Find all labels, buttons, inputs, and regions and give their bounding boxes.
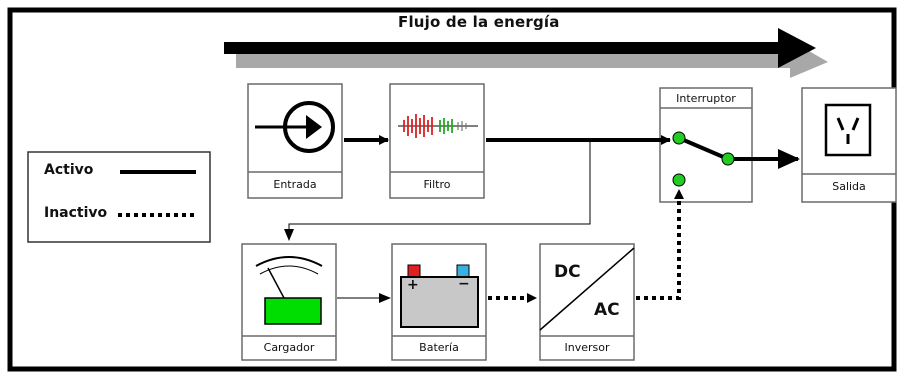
dc-ac-converter-icon [539, 247, 635, 331]
inversor-label: Inversor [564, 341, 610, 354]
entrada-block [247, 83, 343, 199]
flow-filtro-cargador [284, 140, 591, 241]
salida-label: Salida [832, 180, 866, 193]
bateria-label: Batería [419, 341, 459, 354]
flow-inversor-interruptor [636, 189, 684, 300]
charger-display [264, 297, 322, 325]
noise-filter-icon [398, 114, 478, 138]
ac-label: AC [594, 300, 620, 320]
switch-contact-output [721, 152, 735, 166]
salida-block [801, 87, 897, 203]
filtro-label: Filtro [423, 178, 451, 191]
power-outlet-icon [824, 103, 872, 157]
switch-lever [678, 136, 729, 161]
legend-active-label: Activo [44, 162, 94, 178]
dc-label: DC [554, 262, 581, 282]
battery-minus-sign: − [458, 276, 470, 292]
interruptor-block [659, 87, 753, 203]
filtro-block [389, 83, 485, 199]
battery-plus-sign: + [407, 277, 419, 293]
entrada-label: Entrada [273, 178, 317, 191]
switch-contact-inactive [672, 173, 686, 187]
interruptor-label: Interruptor [676, 92, 736, 105]
switch-contact-active [672, 131, 686, 145]
diagram-title: Flujo de la energía [398, 13, 560, 31]
inversor-block [539, 243, 635, 361]
energy-flow-arrow [224, 28, 828, 78]
cargador-block [241, 243, 337, 361]
bateria-block [391, 243, 487, 361]
legend-inactive-label: Inactivo [44, 205, 108, 221]
legend-box [27, 151, 211, 243]
ac-input-arrow-icon [255, 101, 335, 153]
battery-icon [400, 264, 479, 328]
meter-gauge-icon [255, 256, 323, 325]
cargador-label: Cargador [263, 341, 315, 354]
